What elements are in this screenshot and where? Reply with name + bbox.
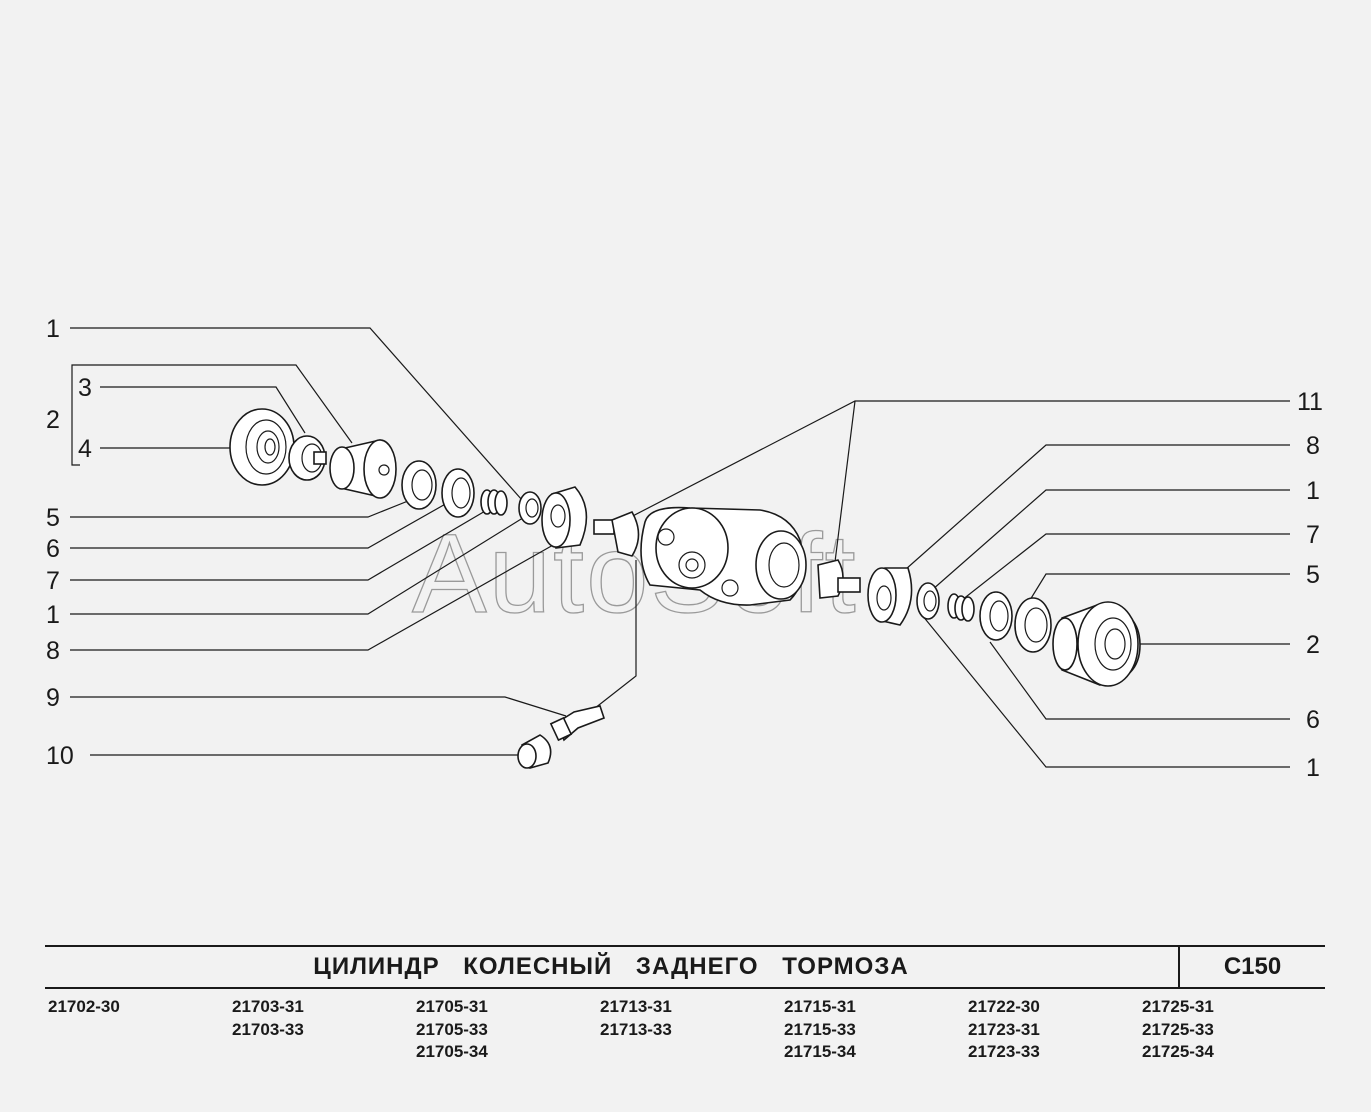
- left-piston-stop: [541, 486, 588, 549]
- leader-left-7: [70, 506, 493, 581]
- right-cup: [1014, 597, 1052, 653]
- leader-left-2: [80, 364, 353, 444]
- callout-right-6: 6: [1306, 706, 1320, 734]
- model-code: 21725-33: [1142, 1019, 1214, 1039]
- callout-left-2: 2: [46, 406, 60, 434]
- model-code: 21715-33: [784, 1019, 856, 1039]
- model-code: 21703-31: [232, 997, 304, 1016]
- leader-right-5: [1029, 573, 1290, 601]
- right-piston-stop: [867, 567, 913, 626]
- model-code: 21713-31: [600, 997, 672, 1016]
- right-spacer: [979, 591, 1013, 641]
- model-code: 21703-33: [232, 1019, 304, 1039]
- model-code: 21705-31: [416, 997, 488, 1016]
- callout-labels: 1 2 3 4 5 6 7 1 8 9 10 11 8 1 7 5 2 6 1: [46, 315, 1323, 782]
- model-column: 21725-31 21725-33 21725-34: [1142, 996, 1214, 1064]
- callout-right-11: 11: [1297, 388, 1323, 416]
- leader-right-11: [624, 400, 1290, 521]
- callout-right-1-top: 1: [1306, 477, 1320, 505]
- model-column: 21705-31 21705-33 21705-34: [416, 996, 488, 1064]
- model-code: 21723-33: [968, 1042, 1040, 1061]
- callout-right-5: 5: [1306, 561, 1320, 589]
- model-code: 21725-34: [1142, 1042, 1214, 1061]
- model-code: 21702-30: [48, 997, 120, 1016]
- leader-right-7: [961, 533, 1290, 601]
- right-cup-small: [916, 582, 940, 620]
- left-cup: [401, 460, 437, 510]
- model-column: 21702-30: [48, 996, 120, 1019]
- left-bleeder-plug: [593, 510, 640, 557]
- leader-left-2-bracket: [71, 364, 80, 466]
- leader-left-3: [100, 386, 306, 434]
- leader-right-11b: [833, 400, 856, 571]
- callout-left-4: 4: [78, 435, 92, 463]
- leader-right-6: [989, 641, 1290, 720]
- right-piston: [1052, 601, 1141, 687]
- bleeder-cap: [517, 734, 552, 769]
- model-list: 21702-30 21703-31 21703-33 21705-31 2170…: [48, 996, 1328, 1076]
- page-title: ЦИЛИНДР КОЛЕСНЫЙ ЗАДНЕГО ТОРМОЗА: [313, 953, 909, 980]
- callout-right-8: 8: [1306, 432, 1320, 460]
- model-code: 21725-31: [1142, 997, 1214, 1016]
- leader-bleeder-axis: [589, 560, 637, 713]
- callout-right-1-bottom: 1: [1306, 754, 1320, 782]
- leader-left-9: [70, 696, 567, 717]
- callout-left-9: 9: [46, 684, 60, 712]
- leader-left-5: [70, 496, 419, 518]
- bleeder-screw: [549, 705, 606, 742]
- callout-left-1-mid: 1: [46, 601, 60, 629]
- left-spring: [480, 489, 508, 516]
- page-code: C150: [1178, 947, 1325, 987]
- callout-right-7: 7: [1306, 521, 1320, 549]
- left-stop-ring: [288, 435, 327, 481]
- leader-left-1-top: [70, 327, 523, 501]
- callout-left-3: 3: [78, 374, 92, 402]
- leader-left-1-mid: [70, 515, 527, 615]
- right-spring: [947, 593, 975, 622]
- right-bleeder-plug: [817, 559, 861, 599]
- model-code: 21705-33: [416, 1019, 488, 1039]
- leader-left-6: [70, 497, 457, 549]
- left-cup-small: [518, 491, 542, 525]
- left-dust-boot: [229, 408, 295, 486]
- model-code: 21722-30: [968, 997, 1040, 1016]
- model-code: 21723-31: [968, 1019, 1040, 1039]
- callout-right-2: 2: [1306, 631, 1320, 659]
- callout-left-6: 6: [46, 535, 60, 563]
- leader-right-1-top: [931, 489, 1290, 591]
- title-bar: ЦИЛИНДР КОЛЕСНЫЙ ЗАДНЕГО ТОРМОЗА C150: [45, 945, 1325, 989]
- callout-left-8: 8: [46, 637, 60, 665]
- callout-left-7: 7: [46, 567, 60, 595]
- exploded-parts-diagram: AutoSoft: [46, 315, 1323, 782]
- leader-right-8: [896, 444, 1290, 578]
- left-spacer: [441, 468, 475, 518]
- model-column: 21722-30 21723-31 21723-33: [968, 996, 1040, 1064]
- model-code: 21713-33: [600, 1019, 672, 1039]
- model-code: 21705-34: [416, 1042, 488, 1061]
- callout-left-5: 5: [46, 504, 60, 532]
- cylinder-body: [640, 506, 807, 606]
- callout-left-1-top: 1: [46, 315, 60, 343]
- callout-left-10: 10: [46, 742, 74, 770]
- leader-lines: [70, 327, 1290, 768]
- model-column: 21703-31 21703-33: [232, 996, 304, 1041]
- parts: [229, 408, 1141, 769]
- model-column: 21715-31 21715-33 21715-34: [784, 996, 856, 1064]
- model-code: 21715-34: [784, 1042, 856, 1061]
- leader-right-1-bottom: [921, 614, 1290, 768]
- leader-left-8: [70, 539, 563, 651]
- left-piston: [329, 439, 397, 499]
- model-code: 21715-31: [784, 997, 856, 1016]
- model-column: 21713-31 21713-33: [600, 996, 672, 1041]
